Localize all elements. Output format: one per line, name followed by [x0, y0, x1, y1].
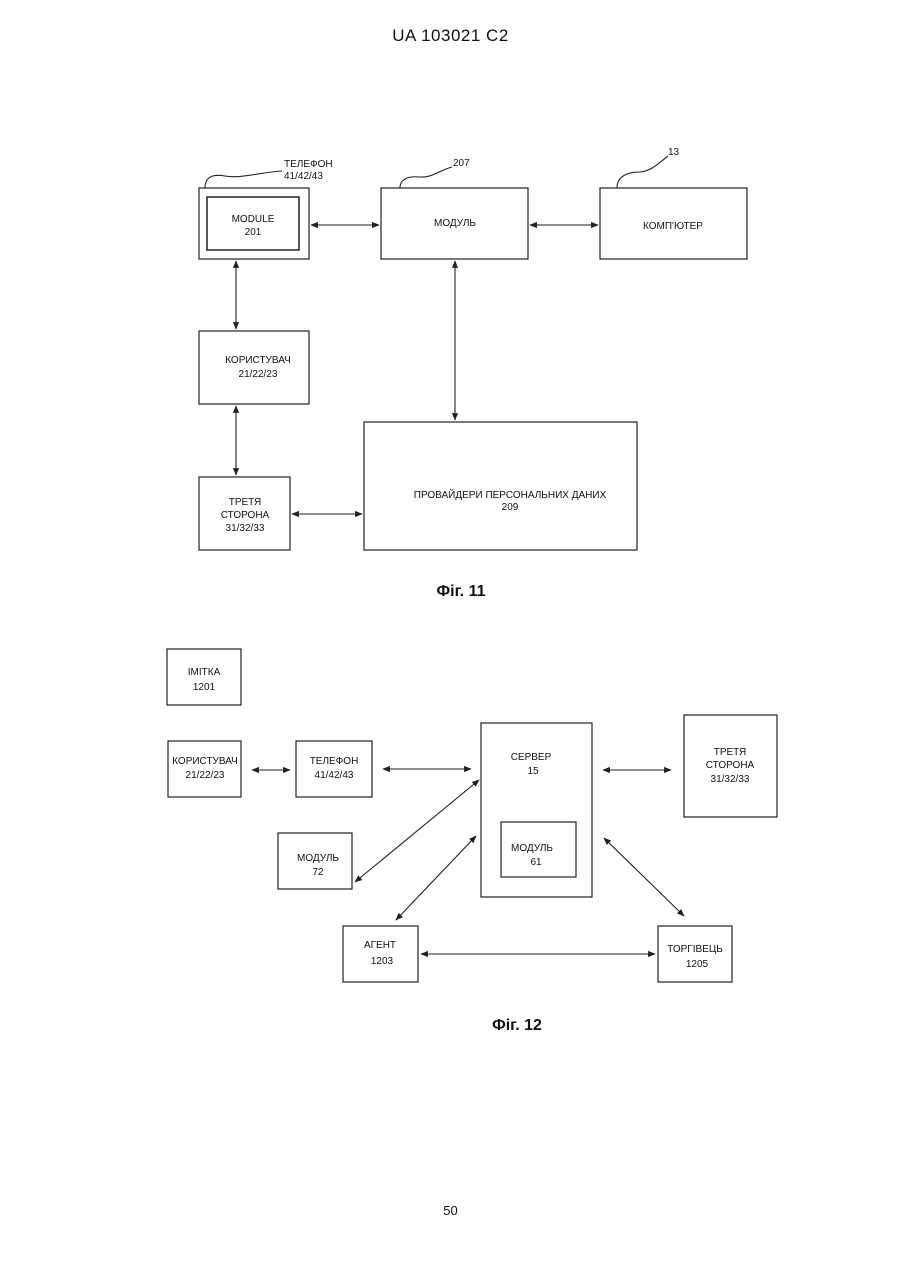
phone-reference-label: ТЕЛЕФОН 41/42/43 — [205, 159, 333, 188]
third-party-12-line1: ТРЕТЯ — [714, 747, 747, 758]
figure-11-caption: Фіг. 11 — [437, 583, 486, 600]
module-72-number: 72 — [312, 867, 324, 878]
providers-label: ПРОВАЙДЕРИ ПЕРСОНАЛЬНИХ ДАНИХ — [414, 488, 607, 501]
providers-box — [364, 422, 637, 550]
phone-ref-line2: 41/42/43 — [284, 171, 323, 182]
module-201-label: MODULE — [232, 214, 275, 225]
page-number: 50 — [0, 1203, 901, 1218]
third-party-12-line2: СТОРОНА — [706, 760, 755, 771]
computer-label: КОМП'ЮТЕР — [643, 221, 703, 232]
phone-ref-line1: ТЕЛЕФОН — [284, 159, 333, 170]
phone-leader-line — [205, 171, 282, 188]
module-label: МОДУЛЬ — [434, 218, 476, 229]
merchant-number: 1205 — [686, 959, 709, 970]
module-reference-label: 207 — [400, 158, 470, 188]
server-number: 15 — [527, 766, 539, 777]
third-party-number: 31/32/33 — [226, 523, 265, 534]
phone-box-12 — [296, 741, 372, 797]
user-label-12: КОРИСТУВАЧ — [172, 756, 238, 767]
user-box-12 — [168, 741, 241, 797]
server-module-label: МОДУЛЬ — [511, 843, 553, 854]
arrow-agent-server — [396, 836, 476, 920]
server-module-number: 61 — [530, 857, 542, 868]
providers-number: 209 — [502, 502, 519, 513]
tag-number: 1201 — [193, 682, 216, 693]
agent-box — [343, 926, 418, 982]
tag-label: ІМІТКА — [188, 667, 221, 678]
user-number: 21/22/23 — [239, 369, 278, 380]
computer-ref-number: 13 — [668, 147, 680, 158]
third-party-line1: ТРЕТЯ — [229, 497, 262, 508]
user-label: КОРИСТУВАЧ — [225, 355, 291, 366]
arrow-server-merchant — [604, 838, 684, 916]
third-party-12-number: 31/32/33 — [711, 774, 750, 785]
phone-number-12: 41/42/43 — [315, 770, 354, 781]
agent-number: 1203 — [371, 956, 394, 967]
third-party-line2: СТОРОНА — [221, 510, 270, 521]
arrow-module72-server — [355, 780, 479, 882]
module-leader-line — [400, 167, 452, 188]
figure-12: ІМІТКА 1201 КОРИСТУВАЧ 21/22/23 ТЕЛЕФОН … — [167, 649, 777, 1034]
agent-label: АГЕНТ — [364, 940, 396, 951]
module-201-number: 201 — [245, 227, 262, 238]
user-box — [199, 331, 309, 404]
figure-12-caption: Фіг. 12 — [492, 1017, 542, 1034]
user-number-12: 21/22/23 — [186, 770, 225, 781]
module-72-label: МОДУЛЬ — [297, 853, 339, 864]
computer-leader-line — [617, 156, 668, 188]
computer-reference-label: 13 — [617, 147, 680, 188]
merchant-label: ТОРГІВЕЦЬ — [667, 944, 723, 955]
figure-11: ТЕЛЕФОН 41/42/43 207 13 MODULE 201 МОДУЛ… — [199, 147, 747, 600]
module-ref-number: 207 — [453, 158, 470, 169]
phone-label-12: ТЕЛЕФОН — [310, 756, 359, 767]
server-label: СЕРВЕР — [511, 752, 552, 763]
